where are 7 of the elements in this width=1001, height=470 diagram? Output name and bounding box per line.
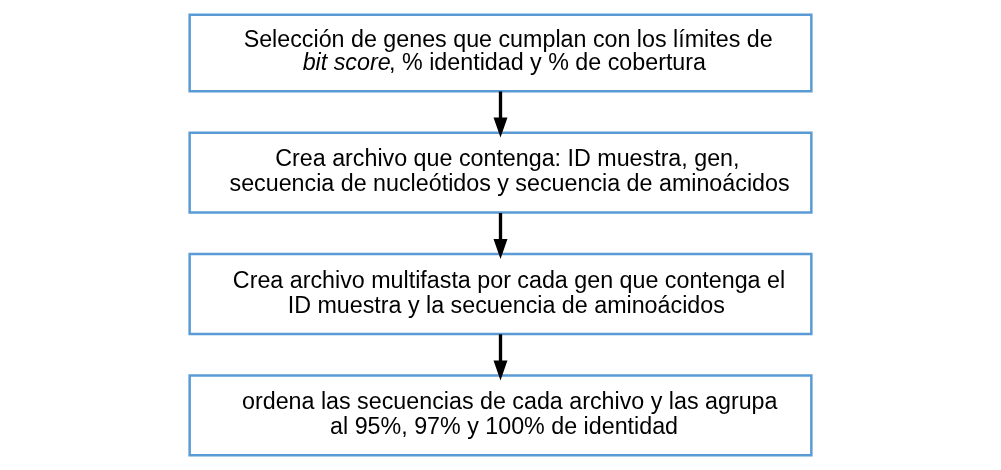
node-box: Crea archivo que contenga: ID muestra, gen, secuencia de nucleótidos y secuencia de aminoácidos [188, 131, 813, 214]
node-box: ordena las secuencias de cada archivo y las agrupa al 95%, 97% y 100% de identidad [188, 374, 813, 457]
arrow [493, 334, 508, 381]
arrow [493, 91, 508, 138]
arrow [493, 212, 508, 260]
node-box: Selección de genes que cumplan con los límites de bit score, % identidad y % de cobertura [188, 13, 813, 93]
node-box: Crea archivo multifasta por cada gen que contenga el ID muestra y la secuencia de aminoácidos [188, 252, 813, 336]
